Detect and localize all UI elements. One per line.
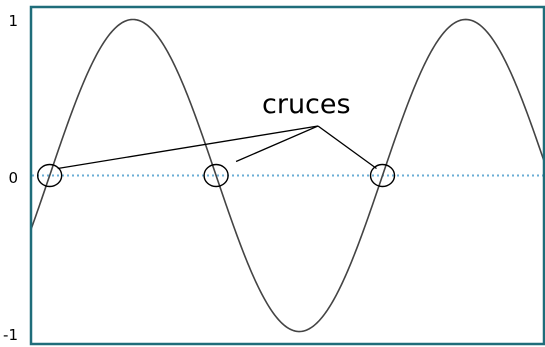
- annotation-pointer-1: [57, 125, 319, 170]
- plot-frame: [29, 5, 545, 346]
- annotation-pointer-3: [317, 125, 377, 170]
- annotation-label-cruces: cruces: [262, 89, 351, 120]
- y-tick-label-1: 1: [8, 12, 18, 30]
- crossing-circle-2: [203, 163, 229, 188]
- annotation-pointer-2: [235, 125, 319, 163]
- y-tick-label-0: 0: [8, 169, 18, 187]
- sine-wave-series: [30, 18, 545, 333]
- crossing-circle-3: [369, 163, 396, 188]
- y-tick-label-neg-1: -1: [3, 326, 18, 344]
- crossing-circle-1: [36, 163, 63, 188]
